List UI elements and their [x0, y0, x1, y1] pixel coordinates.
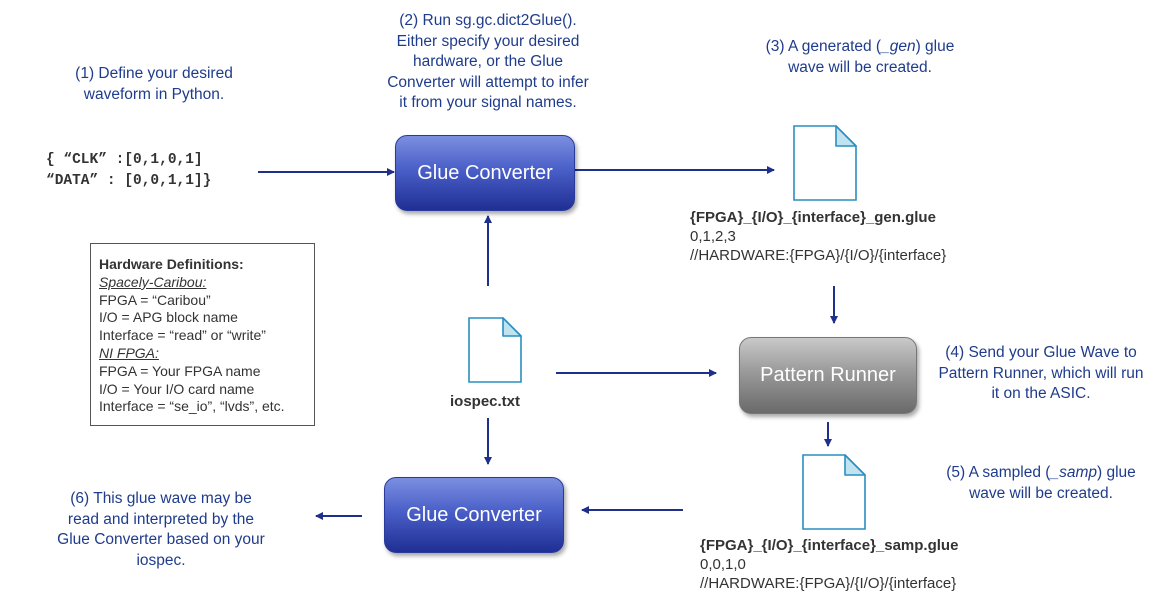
step-6-text: (6) This glue wave may be read and inter… — [57, 490, 265, 569]
step-1-text: (1) Define your desired waveform in Pyth… — [75, 65, 233, 103]
iospec-file-label: iospec.txt — [450, 393, 521, 410]
gen-file-document-icon — [793, 125, 857, 201]
pattern-runner-button[interactable]: Pattern Runner — [739, 337, 917, 414]
hardware-section-ni-fpga: NI FPGA: — [99, 344, 159, 361]
gen-file-label: {FPGA}_{I/O}_{interface}_gen.glue 0,1,2,… — [690, 209, 947, 264]
samp-file-document-icon — [802, 454, 866, 530]
step-4-text: (4) Send your Glue Wave to Pattern Runne… — [938, 344, 1144, 402]
glue-converter-bottom-button[interactable]: Glue Converter — [384, 477, 564, 553]
iospec-document-icon — [468, 317, 522, 383]
glue-converter-top-button[interactable]: Glue Converter — [395, 135, 575, 211]
samp-file-label: {FPGA}_{I/O}_{interface}_samp.glue 0,0,1… — [700, 537, 959, 592]
hardware-section-caribou: Spacely-Caribou: — [99, 273, 207, 290]
step-5-text: (5) A sampled (_samp) glue wave will be … — [946, 464, 1136, 502]
hardware-definitions-title: Hardware Definitions: — [99, 256, 244, 272]
step-3-text: (3) A generated (_gen) glue wave will be… — [765, 38, 955, 76]
step-2-text: (2) Run sg.gc.dict2Glue(). Either specif… — [387, 12, 589, 111]
hardware-definitions-box: Hardware Definitions: Spacely-Caribou: F… — [90, 243, 315, 426]
python-dict-code: { “CLK” :[0,1,0,1]“DATA” : [0,0,1,1]} — [46, 152, 212, 189]
